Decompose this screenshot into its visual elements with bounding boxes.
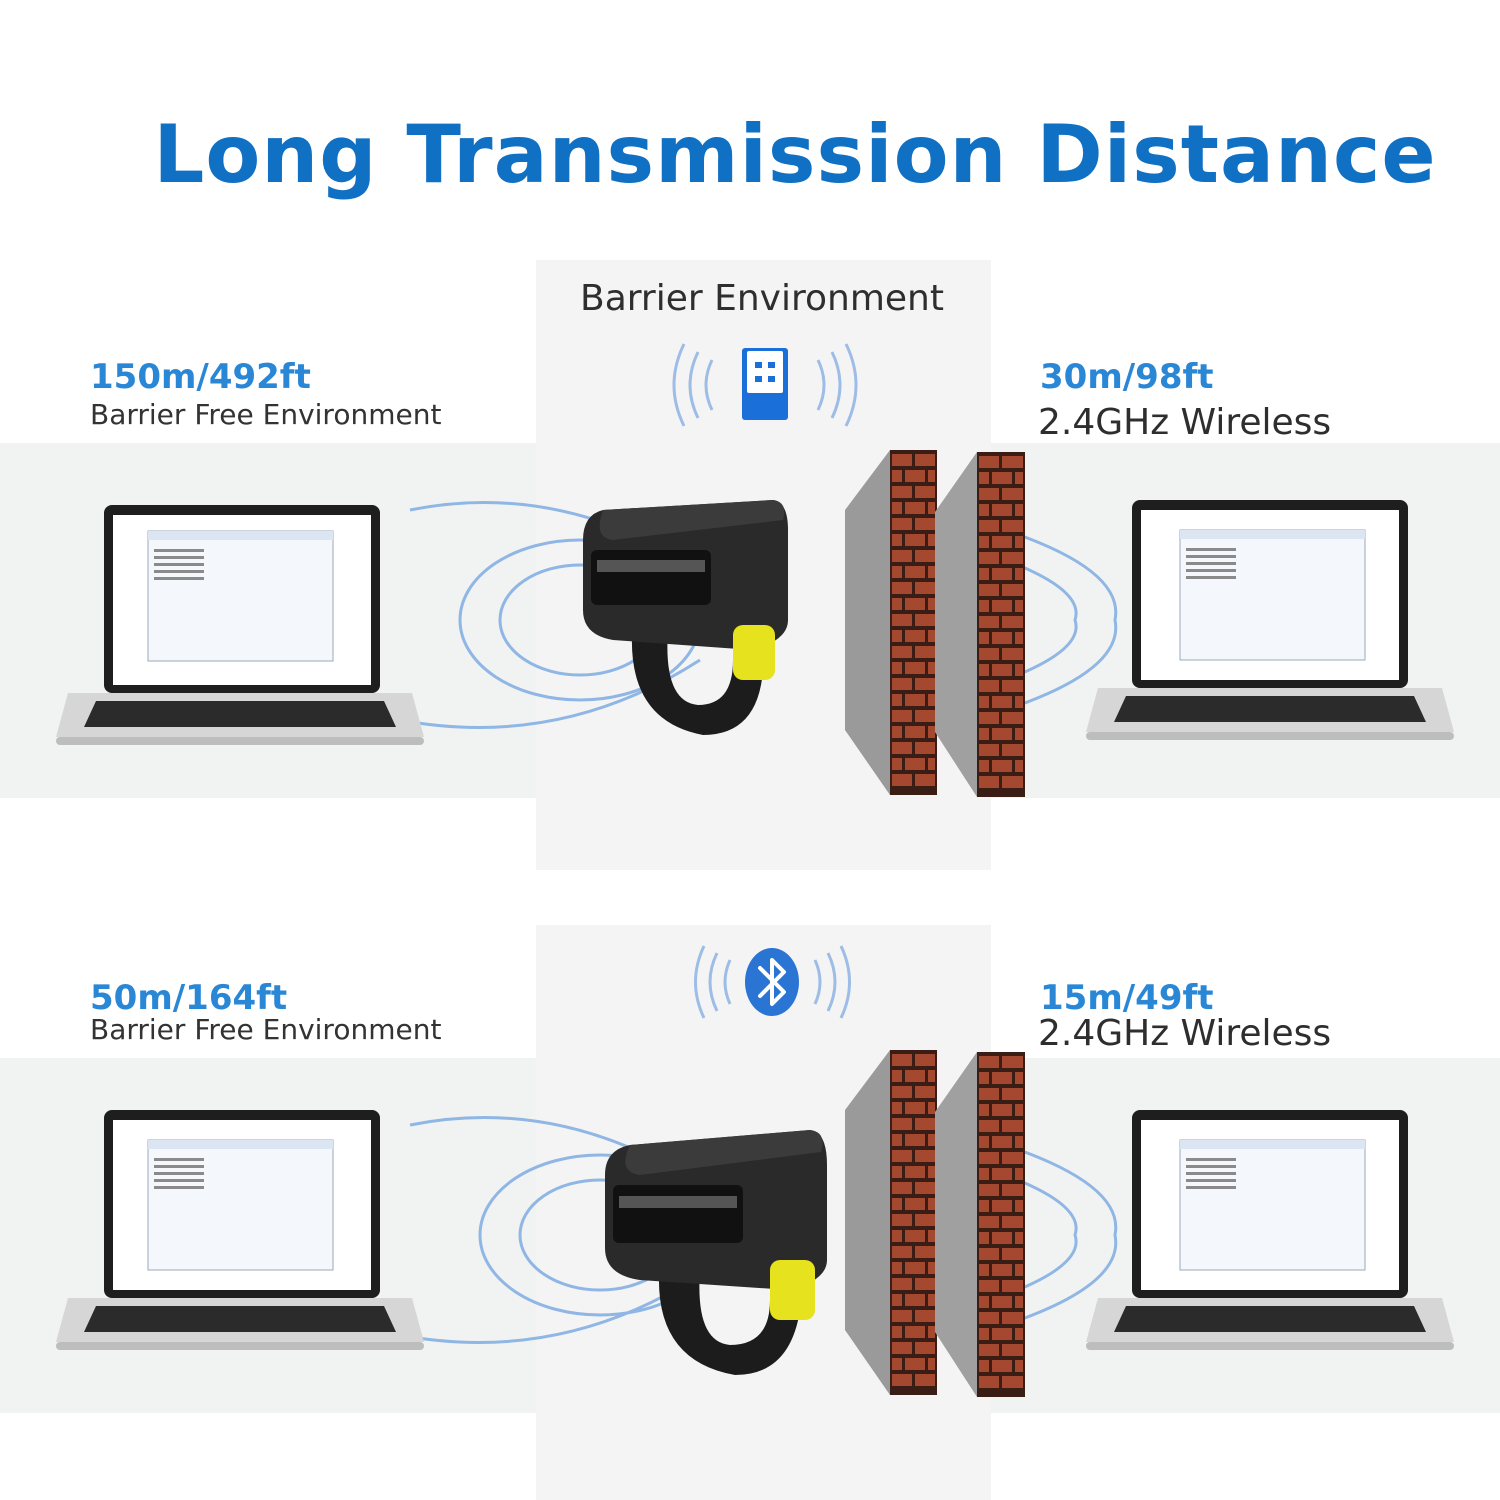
distance-bottom-left: 50m/164ft	[90, 978, 288, 1018]
distance-bottom-right: 15m/49ft	[1040, 978, 1214, 1018]
ring-scanner-bottom	[605, 1130, 827, 1375]
brick-wall-bottom-1	[845, 1050, 937, 1395]
distance-top-left: 150m/492ft	[90, 357, 311, 397]
signal-waves-right-top	[1004, 528, 1118, 712]
brick-wall-bottom-2	[935, 1052, 1025, 1397]
laptop-top-left	[56, 505, 424, 745]
description-bottom-right: 2.4GHz Wireless	[1038, 1013, 1332, 1054]
description-bottom-left: Barrier Free Environment	[90, 1013, 442, 1046]
signal-waves-right-bottom	[1004, 1143, 1118, 1327]
barrier-environment-label: Barrier Environment	[580, 278, 944, 319]
description-top-left: Barrier Free Environment	[90, 398, 442, 431]
laptop-bottom-right	[1086, 1110, 1454, 1350]
description-top-right: 2.4GHz Wireless	[1038, 402, 1332, 443]
bluetooth-icon	[694, 945, 851, 1019]
page-title: Long Transmission Distance	[153, 108, 1437, 201]
brick-wall-top-2	[935, 452, 1025, 797]
usb-receiver-icon	[672, 343, 858, 427]
ring-scanner-top	[583, 500, 788, 735]
brick-wall-top-1	[845, 450, 937, 795]
laptop-top-right	[1086, 500, 1454, 740]
distance-top-right: 30m/98ft	[1040, 357, 1214, 397]
laptop-bottom-left	[56, 1110, 424, 1350]
